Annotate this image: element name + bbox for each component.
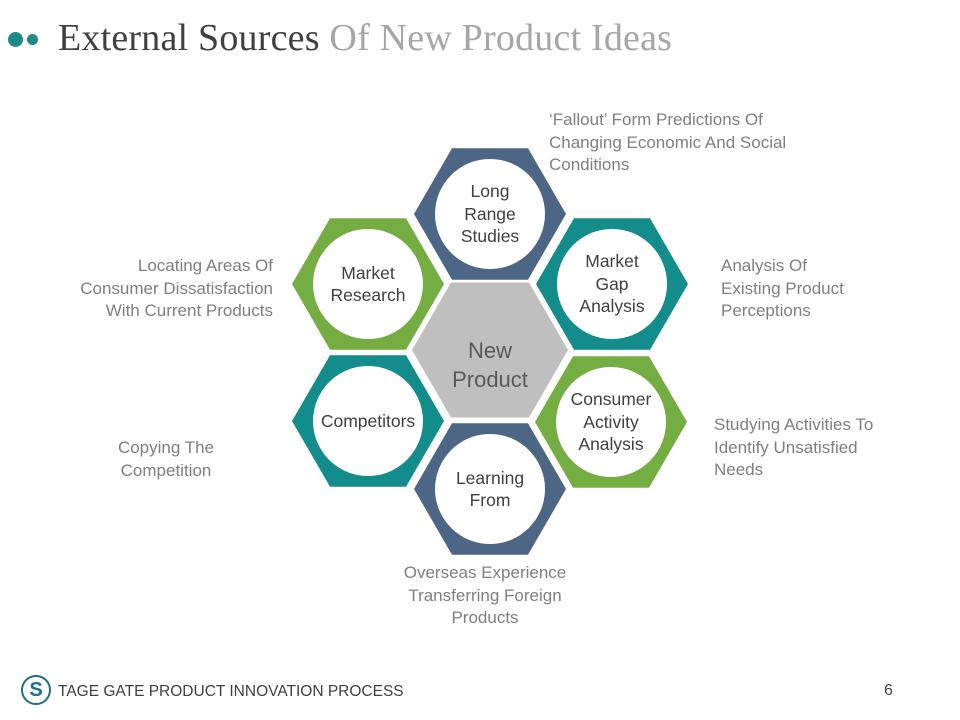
page-title: External Sources Of New Product Ideas — [58, 14, 672, 62]
center-hexagon — [412, 282, 568, 418]
hex-market-gap — [536, 218, 688, 350]
label-competitors: Competitors — [320, 410, 416, 431]
circle-market-research — [313, 229, 423, 339]
desc-consumer-activity: Studying Activities To Identify Unsatisf… — [714, 415, 874, 479]
title-dots-icon — [8, 32, 42, 48]
label-learning-from: Learning From — [455, 467, 525, 511]
label-market-gap: Market Gap Analysis — [579, 251, 645, 317]
hex-learning-from — [414, 423, 566, 555]
circle-market-gap — [557, 229, 667, 339]
desc-learning-from: Overseas Experience Transferring Foreign… — [403, 563, 567, 627]
hex-market-research — [292, 218, 444, 350]
label-consumer-activity: Consumer Activity Analysis — [570, 389, 652, 455]
label-long-range: Long Range Studies — [460, 181, 520, 247]
circle-learning-from — [435, 434, 545, 544]
hex-long-range — [414, 148, 566, 280]
center-label: New Product — [452, 338, 528, 392]
logo-s-icon: S — [21, 675, 51, 705]
circle-long-range — [435, 159, 545, 269]
page-number: 6 — [884, 682, 893, 699]
hex-consumer-activity — [535, 356, 687, 488]
title-part2: Of New Product Ideas — [319, 17, 673, 59]
title-part1: External Sources — [58, 17, 320, 59]
desc-long-range: ‘Fallout’ Form Predictions Of Changing E… — [549, 110, 787, 174]
hex-competitors — [292, 355, 444, 487]
desc-market-research: Locating Areas Of Consumer Dissatisfacti… — [80, 256, 273, 320]
label-market-research: Market Research — [330, 262, 406, 306]
circle-competitors — [313, 366, 423, 476]
desc-market-gap: Analysis Of Existing Product Perceptions — [721, 256, 844, 320]
footer-text: TAGE GATE PRODUCT INNOVATION PROCESS — [58, 683, 404, 700]
circle-consumer-activity — [556, 367, 666, 477]
desc-competitors: Copying The Competition — [117, 438, 215, 480]
